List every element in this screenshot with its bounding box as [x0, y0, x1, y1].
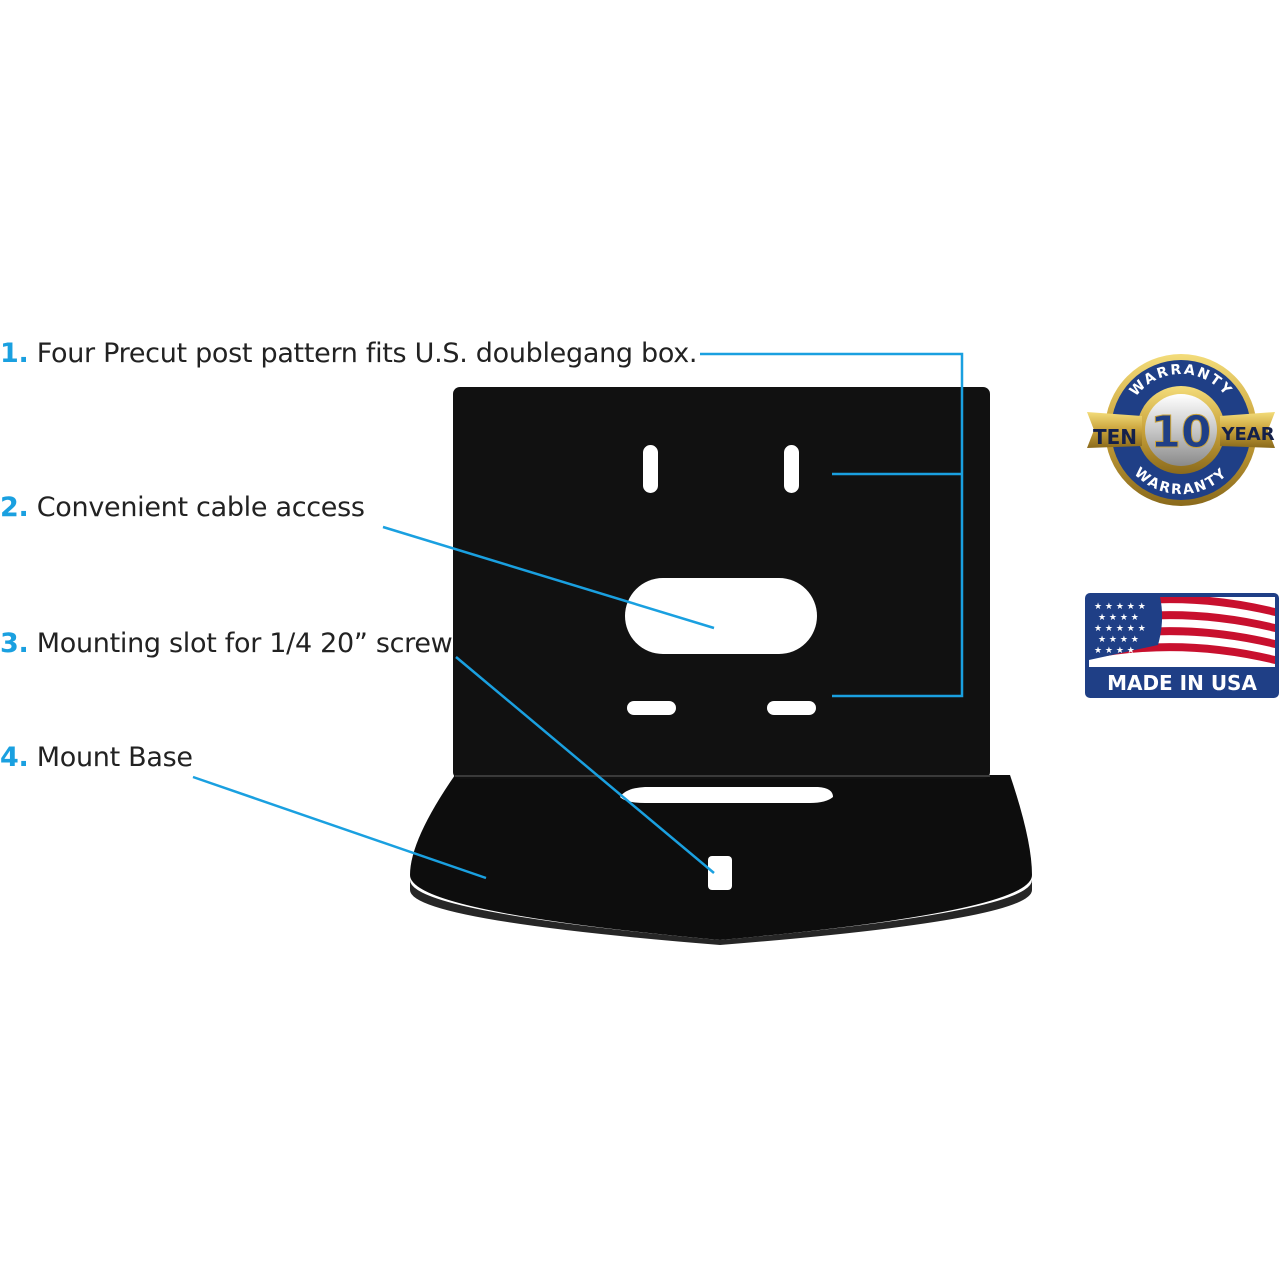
callout-1-number: 1. [0, 338, 29, 369]
callout-3: 3. Mounting slot for 1/4 20” screw [0, 628, 453, 659]
svg-text:★ ★ ★ ★: ★ ★ ★ ★ [1094, 646, 1135, 656]
warranty-right-word: YEAR [1220, 424, 1274, 445]
post-slot-bottom-right [767, 701, 816, 715]
warranty-left-word: TEN [1093, 425, 1137, 449]
callout-4: 4. Mount Base [0, 742, 193, 773]
base-slot [620, 787, 833, 803]
leader-line-4 [192, 775, 487, 880]
post-slot-top-left [643, 445, 658, 493]
post-slot-bottom-left [627, 701, 676, 715]
warranty-number: 10 [1150, 407, 1211, 458]
callout-2-text: Convenient cable access [36, 492, 365, 523]
cable-access-hole [625, 578, 817, 654]
leader-line-3 [455, 656, 715, 874]
callout-1-text: Four Precut post pattern fits U.S. doubl… [36, 338, 698, 369]
wall-bracket [410, 387, 1032, 945]
callout-2-number: 2. [0, 492, 29, 523]
callout-1: 1. Four Precut post pattern fits U.S. do… [0, 338, 697, 369]
leader-lines [192, 352, 964, 880]
svg-text:★ ★ ★ ★: ★ ★ ★ ★ [1098, 635, 1139, 645]
warranty-badge: WARRANTY WARRANTY TEN 10 YEAR [1087, 354, 1275, 506]
svg-text:★ ★ ★ ★: ★ ★ ★ ★ [1098, 613, 1139, 623]
post-slot-top-right [784, 445, 799, 493]
callout-4-number: 4. [0, 742, 29, 773]
callout-2: 2. Convenient cable access [0, 492, 365, 523]
callout-4-text: Mount Base [36, 742, 193, 773]
made-in-usa-badge: ★ ★ ★ ★ ★ ★ ★ ★ ★ ★ ★ ★ ★ ★ ★ ★ ★ ★ ★ ★ … [1085, 593, 1279, 698]
made-in-usa-text: MADE IN USA [1107, 671, 1257, 695]
mounting-screw-slot [708, 856, 732, 890]
svg-text:★ ★ ★ ★ ★: ★ ★ ★ ★ ★ [1094, 624, 1146, 634]
svg-text:★ ★ ★ ★ ★: ★ ★ ★ ★ ★ [1094, 602, 1146, 612]
bracket-base-edge [410, 880, 1032, 945]
callout-3-text: Mounting slot for 1/4 20” screw [36, 628, 453, 659]
leader-line-1 [700, 352, 964, 698]
usa-flag-icon: ★ ★ ★ ★ ★ ★ ★ ★ ★ ★ ★ ★ ★ ★ ★ ★ ★ ★ ★ ★ … [1089, 597, 1275, 667]
leader-line-2 [382, 525, 715, 630]
callout-3-number: 3. [0, 628, 29, 659]
